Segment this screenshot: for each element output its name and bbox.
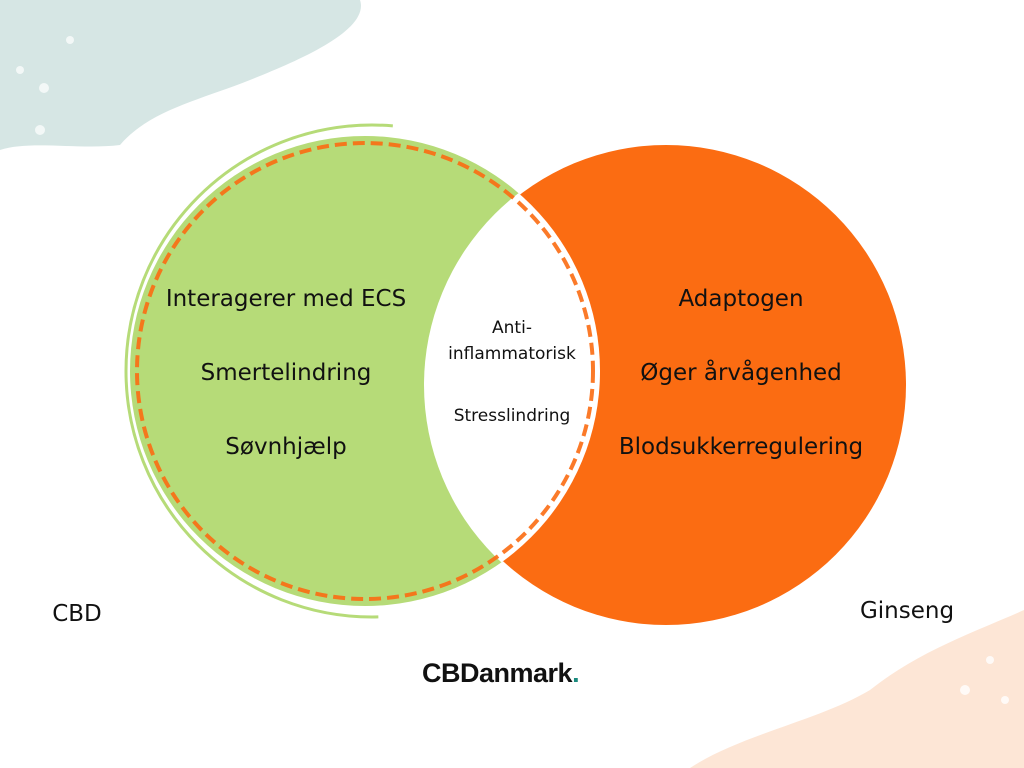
decor-dot (16, 66, 24, 74)
logo-dot: . (572, 658, 580, 688)
cbd-item: Interagerer med ECS (165, 286, 407, 312)
decor-blob-top-left (0, 0, 361, 150)
overlap-item: Anti- (492, 318, 532, 338)
decor-dot (960, 685, 970, 695)
overlap-item: Stresslindring (453, 406, 571, 426)
ginseng-item: Øger årvågenhed (640, 360, 842, 386)
cbd-item: Smertelindring (200, 360, 372, 386)
decor-blob-bottom-right (690, 610, 1024, 768)
cbd-label: CBD (52, 601, 102, 627)
decor-dot (39, 83, 49, 93)
cbdanmark-logo: CBDanmark. (422, 658, 580, 689)
overlap-lens (424, 143, 600, 606)
decor-dot (986, 656, 994, 664)
overlap-item: inflammatorisk (448, 344, 576, 364)
decor-dot (66, 36, 74, 44)
overlap-dashed-edge (135, 141, 595, 601)
cbd-item: Søvnhjælp (225, 434, 347, 460)
decor-dot (35, 125, 45, 135)
ginseng-label: Ginseng (859, 598, 955, 624)
ginseng-item: Blodsukkerregulering (618, 434, 864, 460)
cbd-outline-arc (124, 123, 620, 619)
logo-text: CBDanmark (422, 658, 573, 688)
ginseng-item: Adaptogen (678, 286, 804, 312)
decor-dot (1001, 696, 1009, 704)
